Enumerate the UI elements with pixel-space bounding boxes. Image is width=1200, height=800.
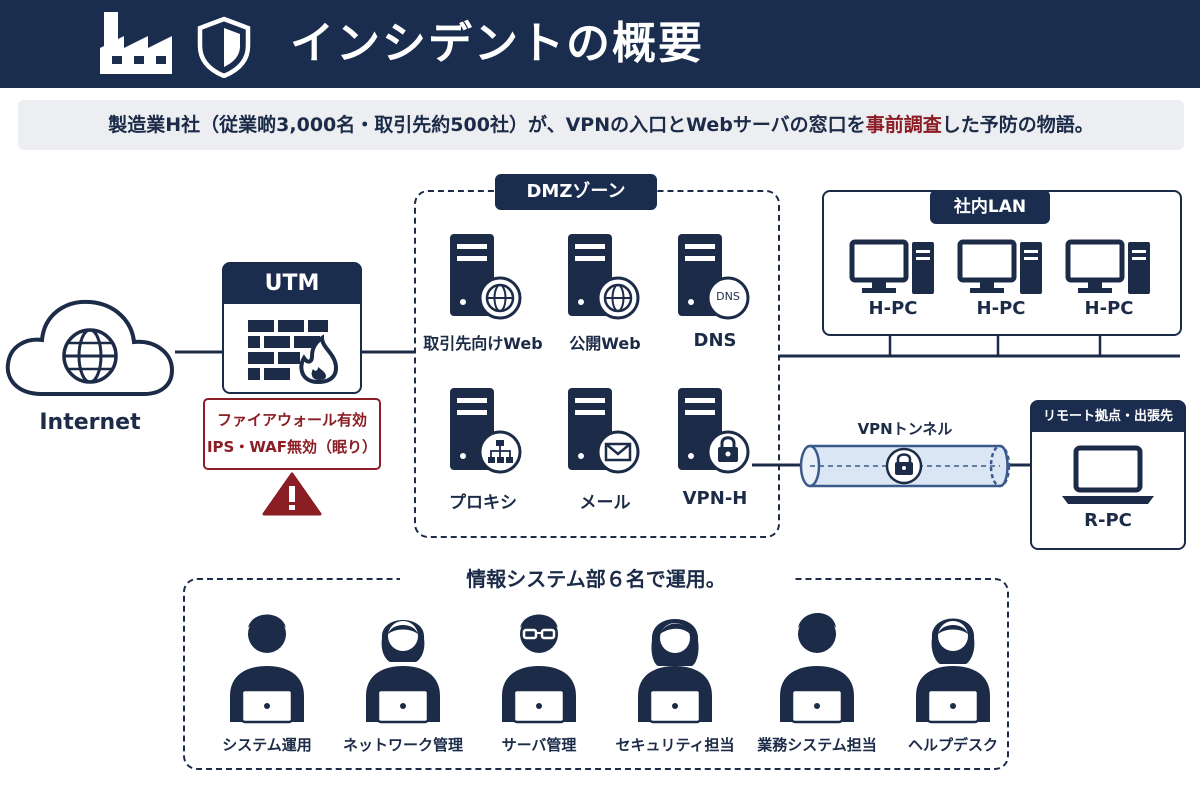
team-member-5: 業務システム担当 (757, 604, 877, 754)
lan-pc-3 (1064, 238, 1154, 298)
server-icon (678, 234, 750, 320)
server-proxy (444, 384, 530, 476)
team-member-2: ネットワーク管理 (343, 604, 463, 754)
remote-title: リモート拠点・出張先 (1032, 402, 1184, 432)
server-icon (450, 388, 522, 474)
team-member-3: サーバ管理 (494, 604, 584, 754)
person-laptop-icon (780, 613, 854, 724)
desktop-pc-icon (1065, 239, 1150, 294)
server-label-vpn-h: VPN-H (682, 488, 748, 509)
globe-cloud-icon (5, 299, 175, 396)
lan-pc-label-3: H-PC (1084, 298, 1134, 319)
utm-title: UTM (224, 264, 360, 304)
lock-icon (885, 447, 923, 485)
summary-text-after: した予防の物語。 (941, 114, 1094, 136)
lan-pc-1 (848, 238, 938, 298)
shield-icon (197, 16, 251, 78)
vpn-tunnel-label: VPNトンネル (857, 420, 953, 438)
internet-label: Internet (39, 410, 141, 435)
team-role-2: ネットワーク管理 (342, 736, 463, 754)
team-member-4: セキュリティ担当 (615, 604, 735, 754)
team-role-3: サーバ管理 (501, 736, 577, 754)
server-label-proxy: プロキシ (449, 493, 517, 513)
person-laptop-icon (502, 614, 576, 724)
utm-status-box: ファイアウォール有効 IPS・WAF無効（眠り） (203, 398, 381, 470)
page-header (0, 0, 1200, 88)
team-title: 情報システム部６名で運用。 (400, 563, 792, 595)
server-icon (450, 234, 522, 320)
person-laptop-icon (638, 619, 712, 724)
team-role-4: セキュリティ担当 (615, 736, 735, 754)
lan-pc-2 (956, 238, 1046, 298)
lock-icon (718, 436, 738, 462)
server-public-web (562, 230, 648, 322)
glasses-icon (522, 628, 556, 640)
desktop-pc-icon (849, 239, 934, 294)
person-laptop-icon (230, 614, 304, 724)
remote-pc-label: R-PC (1084, 510, 1132, 531)
server-vpn-h (672, 384, 758, 476)
summary-text-before: 製造業H社（従業啲3,000名・取引先約500社）が、VPNの入口とWebサーバ… (108, 114, 866, 136)
team-role-1: システム運用 (222, 736, 312, 754)
mail-icon (604, 442, 632, 462)
server-mail (562, 384, 648, 476)
team-member-1: システム運用 (222, 604, 312, 754)
lan-pc-label-1: H-PC (868, 298, 918, 319)
laptop-icon (1062, 445, 1154, 504)
lan-title: 社内LAN (930, 190, 1050, 224)
dmz-title: DMZゾーン (495, 174, 657, 210)
page-title: インシデントの概要 (290, 18, 704, 69)
team-role-5: 業務システム担当 (757, 736, 877, 754)
utm-status-line2: IPS・WAF無効（眠り） (206, 438, 378, 456)
lan-pc-label-2: H-PC (976, 298, 1026, 319)
server-partner-web (444, 230, 530, 322)
firewall-icon (248, 320, 339, 385)
remote-box: リモート拠点・出張先 R-PC (1030, 400, 1186, 550)
person-laptop-icon (366, 620, 440, 724)
warning-icon (262, 472, 322, 516)
server-icon (568, 388, 640, 474)
utm-box: UTM (222, 262, 362, 394)
desktop-pc-icon (957, 239, 1042, 294)
utm-status-line1: ファイアウォール有効 (216, 411, 367, 429)
factory-icon (100, 12, 172, 74)
server-dns: DNS (672, 230, 758, 322)
summary-highlight: 事前調査 (865, 114, 942, 136)
dns-icon: DNS (716, 290, 740, 303)
server-label-dns: DNS (693, 330, 737, 351)
person-laptop-icon (916, 618, 990, 724)
summary-banner: 製造業H社（従業啲3,000名・取引先約500社）が、VPNの入口とWebサーバ… (18, 100, 1184, 150)
server-label-mail: メール (579, 493, 631, 513)
team-member-6: ヘルプデスク (908, 604, 998, 754)
network-icon (488, 440, 513, 463)
server-icon (568, 234, 640, 320)
vpn-tunnel (799, 444, 1011, 488)
server-icon (678, 388, 750, 474)
server-label-public-web: 公開Web (569, 334, 641, 353)
server-label-partner-web: 取引先向けWeb (423, 334, 543, 353)
team-role-6: ヘルプデスク (907, 736, 998, 754)
